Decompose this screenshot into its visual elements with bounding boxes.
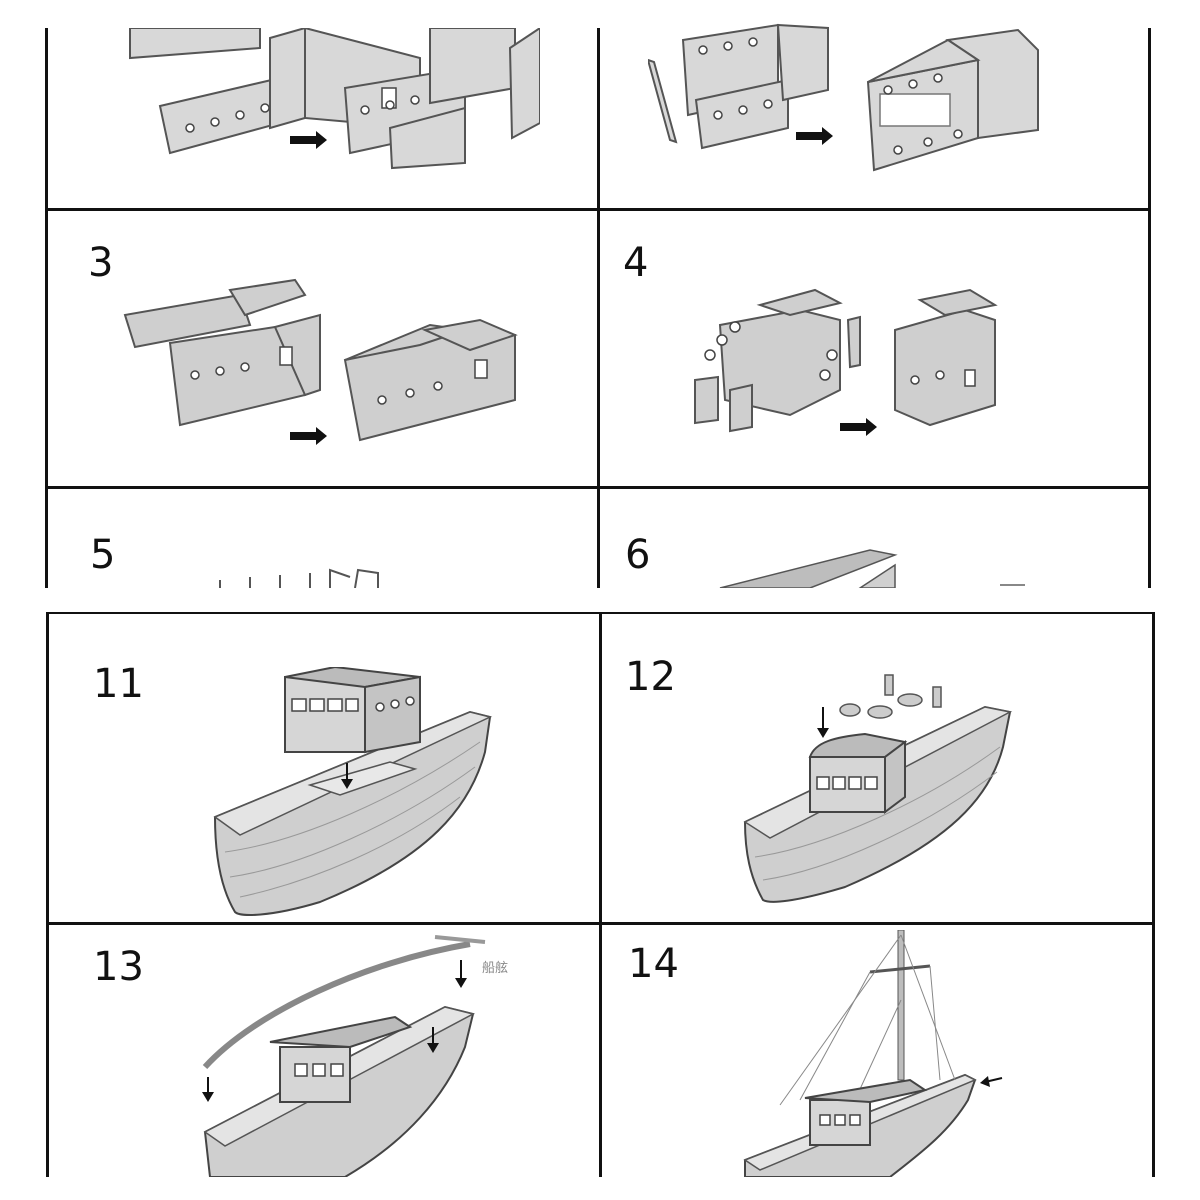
grid-line (46, 612, 49, 1177)
cabin-roof-assembly-illustration (123, 278, 518, 445)
mast-rigging-illustration (743, 930, 1003, 1177)
cabin-box-assembly-illustration (648, 23, 1039, 172)
deck-fittings-illustration (743, 674, 1013, 903)
hull-with-cabin-illustration (213, 667, 493, 916)
cabin-walls-assembly-illustration (129, 28, 540, 170)
cabin-portholes-doors-illustration (694, 288, 998, 436)
deck-illustration (719, 549, 1025, 588)
rails-illustration (202, 935, 486, 1177)
step-number: 11 (93, 661, 144, 707)
step-number: 3 (88, 240, 114, 286)
top-instruction-sheet: 3 4 (0, 0, 1200, 588)
step-number: 4 (623, 240, 649, 286)
grid-line (599, 612, 602, 1177)
grid-line (45, 28, 48, 588)
step-number: 14 (628, 941, 679, 987)
step-number: 5 (90, 532, 116, 578)
step-number: 6 (625, 532, 651, 578)
grid-line (1148, 28, 1151, 588)
frames-illustration (219, 568, 379, 588)
grid-line (45, 208, 1151, 211)
bottom-instruction-sheet: 11 12 (0, 612, 1200, 1200)
grid-line (45, 486, 1151, 489)
grid-line (46, 922, 1155, 925)
step-number: 13 (93, 944, 144, 990)
step-number: 12 (625, 654, 676, 700)
rail-label: 船舷 (482, 961, 509, 976)
grid-line (1152, 612, 1155, 1177)
grid-line (46, 612, 1155, 614)
grid-line (597, 28, 600, 588)
